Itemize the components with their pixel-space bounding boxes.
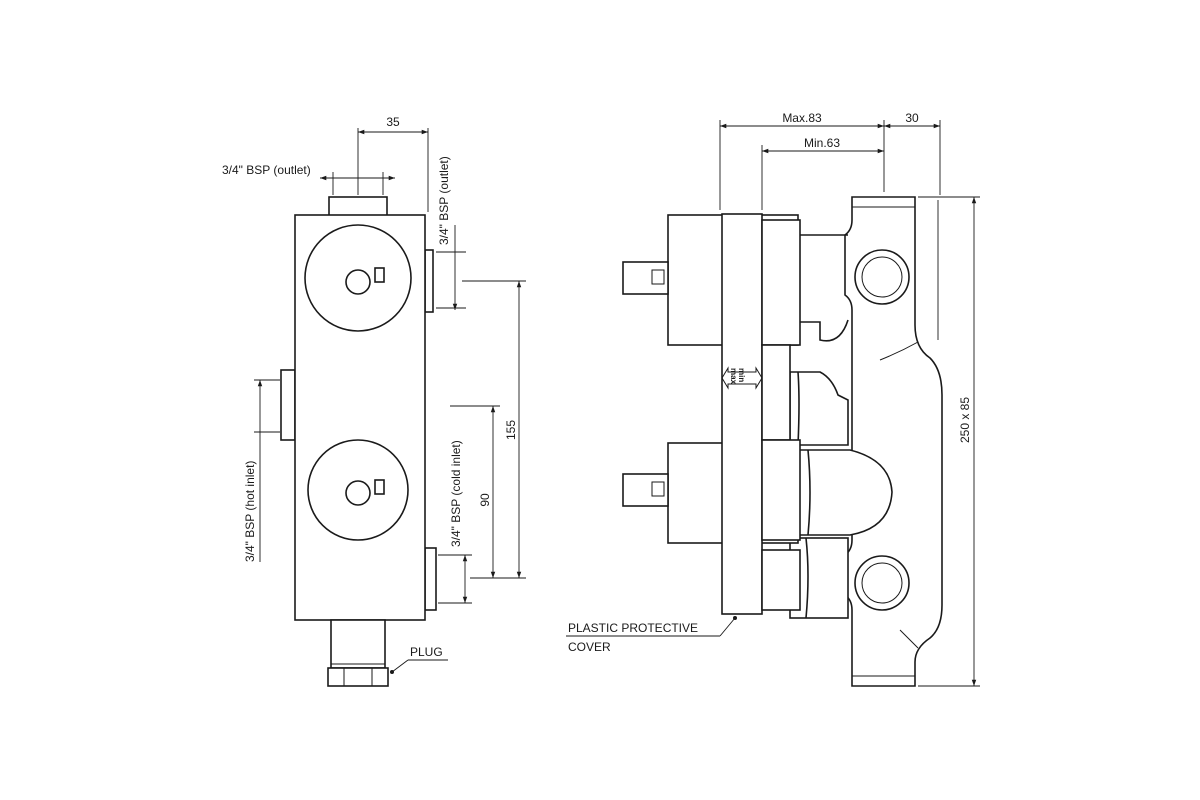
label-cold-inlet: 3/4" BSP (cold inlet) (449, 440, 463, 547)
dim-max-label: Max.83 (782, 111, 822, 125)
side-view: min max Max.83 30 Min.63 250 x 85 PLASTI… (566, 111, 980, 687)
upper-dial (304, 224, 412, 332)
upper-spindle (345, 269, 371, 295)
upper-spindle-side (622, 261, 669, 295)
dim-body-label: 250 x 85 (958, 397, 972, 443)
dim-30-label: 30 (905, 111, 919, 125)
right-outlet-stub (424, 249, 434, 313)
label-outlet-left: 3/4" BSP (outlet) (222, 163, 311, 177)
label-min: min (737, 368, 746, 382)
upper-port (854, 249, 910, 305)
upper-spindle-key (374, 267, 385, 283)
hot-inlet-stub (280, 369, 296, 441)
thermostatic-dome (789, 449, 893, 536)
lower-dial (307, 439, 409, 541)
cold-inlet-stub (424, 547, 437, 611)
valve-body-front (294, 214, 426, 621)
label-hot-inlet: 3/4" BSP (hot inlet) (243, 461, 257, 562)
top-outlet-nipple (328, 196, 388, 218)
lower-spindle (345, 480, 371, 506)
label-plug: PLUG (410, 645, 443, 659)
lower-port (854, 555, 910, 611)
front-view: 35 3/4" BSP (outlet) 3/4" BSP (outlet) 3… (222, 115, 526, 687)
lower-spindle-key (374, 479, 385, 495)
min-max-indicator: min max (721, 366, 763, 390)
plug-body (330, 619, 386, 669)
dim-min-label: Min.63 (804, 136, 840, 150)
dim-90-label: 90 (478, 493, 492, 507)
lower-spindle-side (622, 473, 669, 507)
plastic-cover (721, 213, 763, 615)
label-cover-line2: COVER (568, 640, 611, 654)
plug-nut (327, 667, 389, 687)
label-cover-line1: PLASTIC PROTECTIVE (568, 621, 698, 635)
label-outlet-right: 3/4" BSP (outlet) (437, 156, 451, 245)
dim-35-label: 35 (386, 115, 400, 129)
side-body-outline (844, 196, 943, 687)
dim-155-label: 155 (504, 420, 518, 440)
label-max: max (729, 368, 738, 385)
